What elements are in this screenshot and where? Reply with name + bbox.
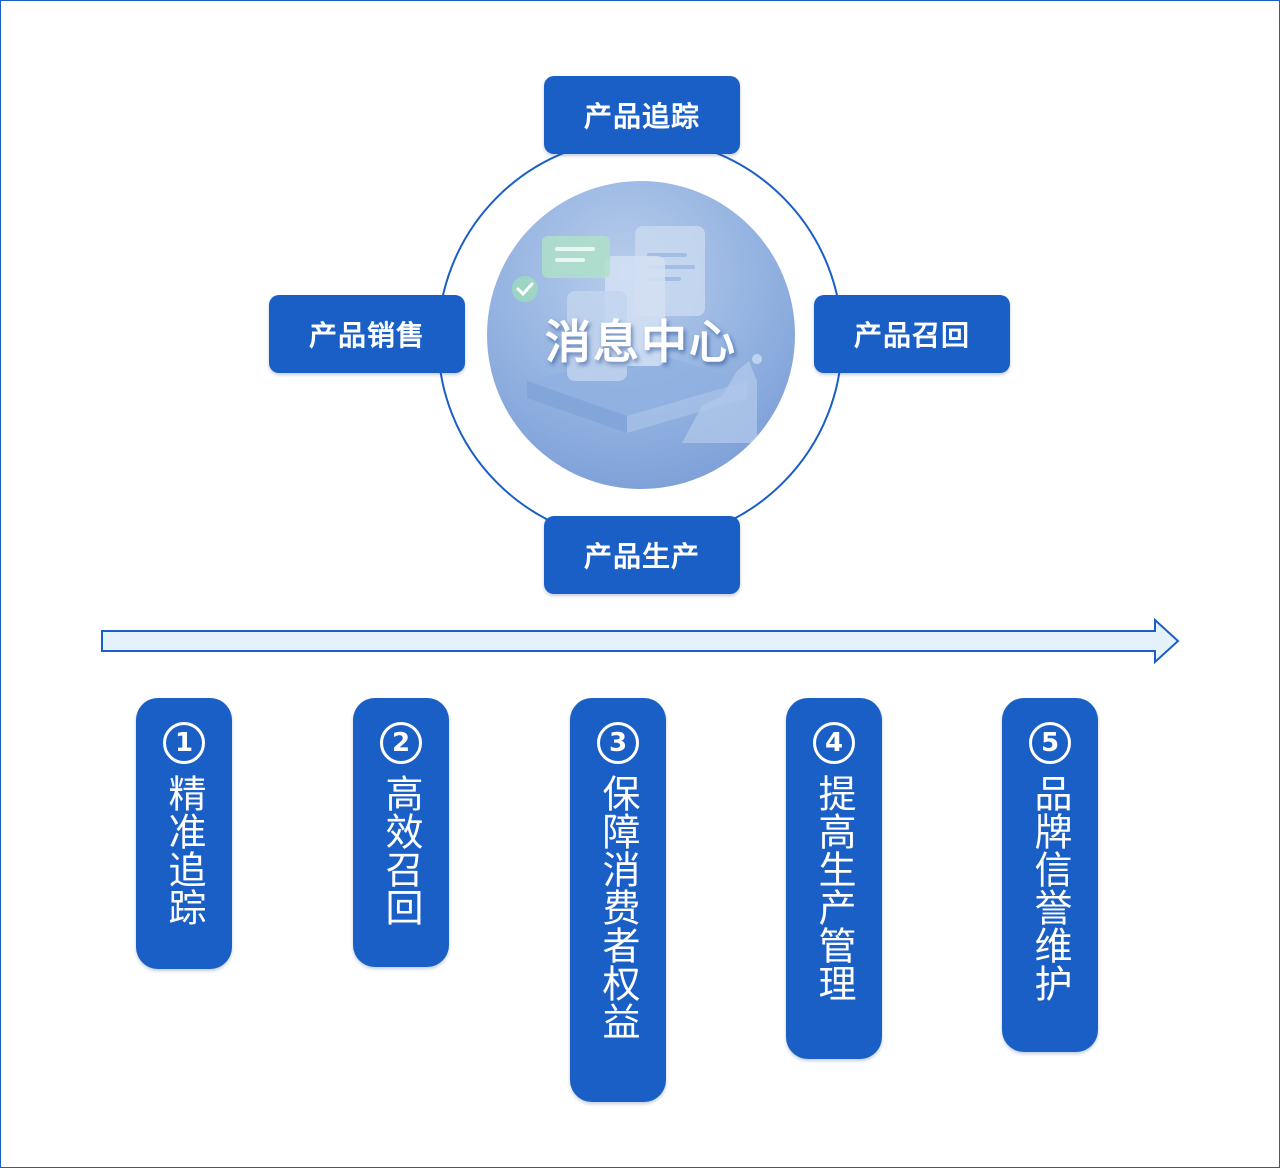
node-product-sales: 产品销售 (269, 295, 465, 373)
benefit-label: 高效召回 (379, 774, 423, 926)
benefit-number-badge: 3 (597, 722, 639, 764)
benefit-card-4: 4 提高生产管理 (786, 698, 882, 1059)
center-title: 消息中心 (545, 315, 737, 369)
message-illustration (512, 226, 762, 443)
node-product-recall: 产品召回 (814, 295, 1010, 373)
benefit-number-badge: 5 (1029, 722, 1071, 764)
benefit-label: 品牌信誉维护 (1028, 774, 1072, 1002)
node-product-tracking: 产品追踪 (544, 76, 740, 154)
benefit-number-badge: 2 (380, 722, 422, 764)
benefit-label: 提高生产管理 (812, 774, 856, 1002)
benefit-label: 精准追踪 (162, 774, 206, 926)
benefit-card-2: 2 高效召回 (353, 698, 449, 967)
node-product-production: 产品生产 (544, 516, 740, 594)
benefit-card-5: 5 品牌信誉维护 (1002, 698, 1098, 1052)
benefit-label: 保障消费者权益 (596, 774, 640, 1040)
timeline-arrow (101, 618, 1180, 664)
benefit-card-1: 1 精准追踪 (136, 698, 232, 969)
benefit-number-badge: 1 (163, 722, 205, 764)
message-center-hub: 消息中心 (487, 181, 795, 489)
benefit-number-badge: 4 (813, 722, 855, 764)
benefit-card-3: 3 保障消费者权益 (570, 698, 666, 1102)
